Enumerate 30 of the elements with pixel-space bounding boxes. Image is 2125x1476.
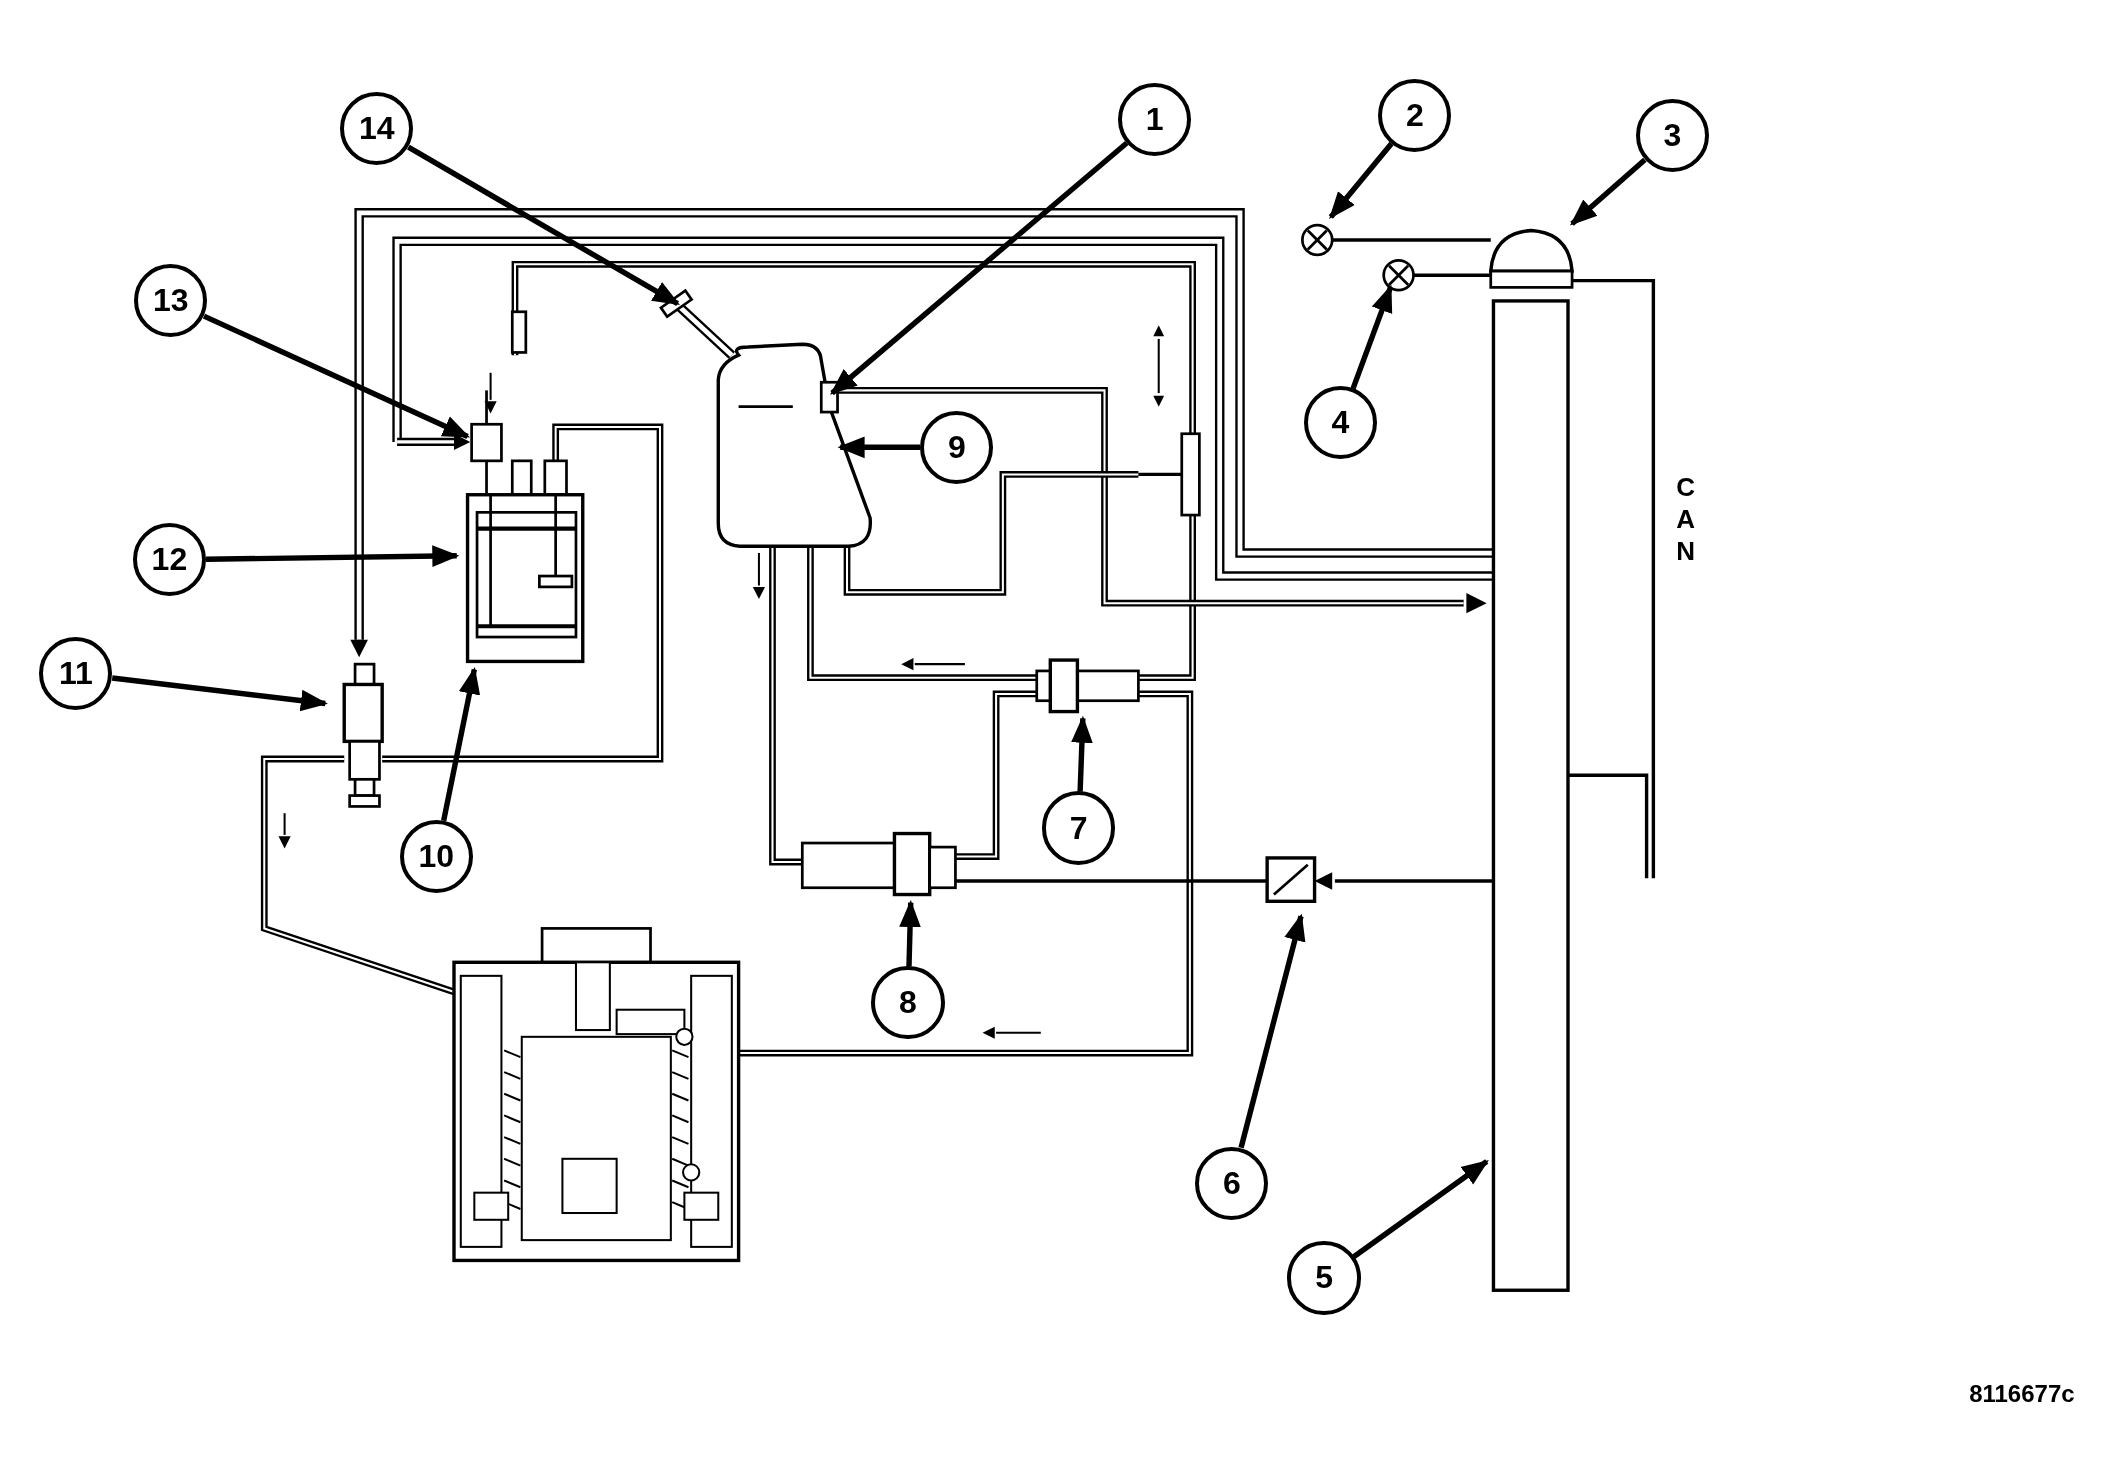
callout-number: 11 xyxy=(39,636,113,711)
callout-number: 5 xyxy=(1287,1241,1361,1315)
leader-line xyxy=(1238,913,1306,1149)
callout-number: 12 xyxy=(132,523,206,597)
leader-line xyxy=(441,666,481,822)
callout-number: 2 xyxy=(1378,78,1452,152)
callout-number: 7 xyxy=(1042,791,1116,865)
leader-line xyxy=(899,899,921,967)
callout-number: 13 xyxy=(134,264,208,338)
callout-number: 1 xyxy=(1118,82,1192,156)
callout-number: 4 xyxy=(1303,386,1377,460)
leader-line xyxy=(1071,715,1093,792)
leader-line xyxy=(407,144,680,306)
leader-line xyxy=(111,675,328,712)
leader-line xyxy=(1352,1159,1489,1259)
leader-line xyxy=(830,140,1129,396)
leader-line xyxy=(1350,284,1393,390)
callout-number: 10 xyxy=(399,819,473,894)
callout-number: 6 xyxy=(1195,1146,1269,1220)
leader-line xyxy=(202,313,470,439)
bus-label: CAN xyxy=(1669,471,1701,568)
figure-number: 8116677c xyxy=(1969,1379,2075,1408)
callout-number: 3 xyxy=(1635,98,1709,173)
leader-line xyxy=(1570,157,1647,226)
leader-line xyxy=(1328,141,1394,219)
leader-line xyxy=(837,436,921,459)
callout-number: 9 xyxy=(920,410,994,484)
leader-line xyxy=(205,545,460,567)
callout-number: 8 xyxy=(871,966,945,1040)
callout-number: 14 xyxy=(340,92,414,166)
